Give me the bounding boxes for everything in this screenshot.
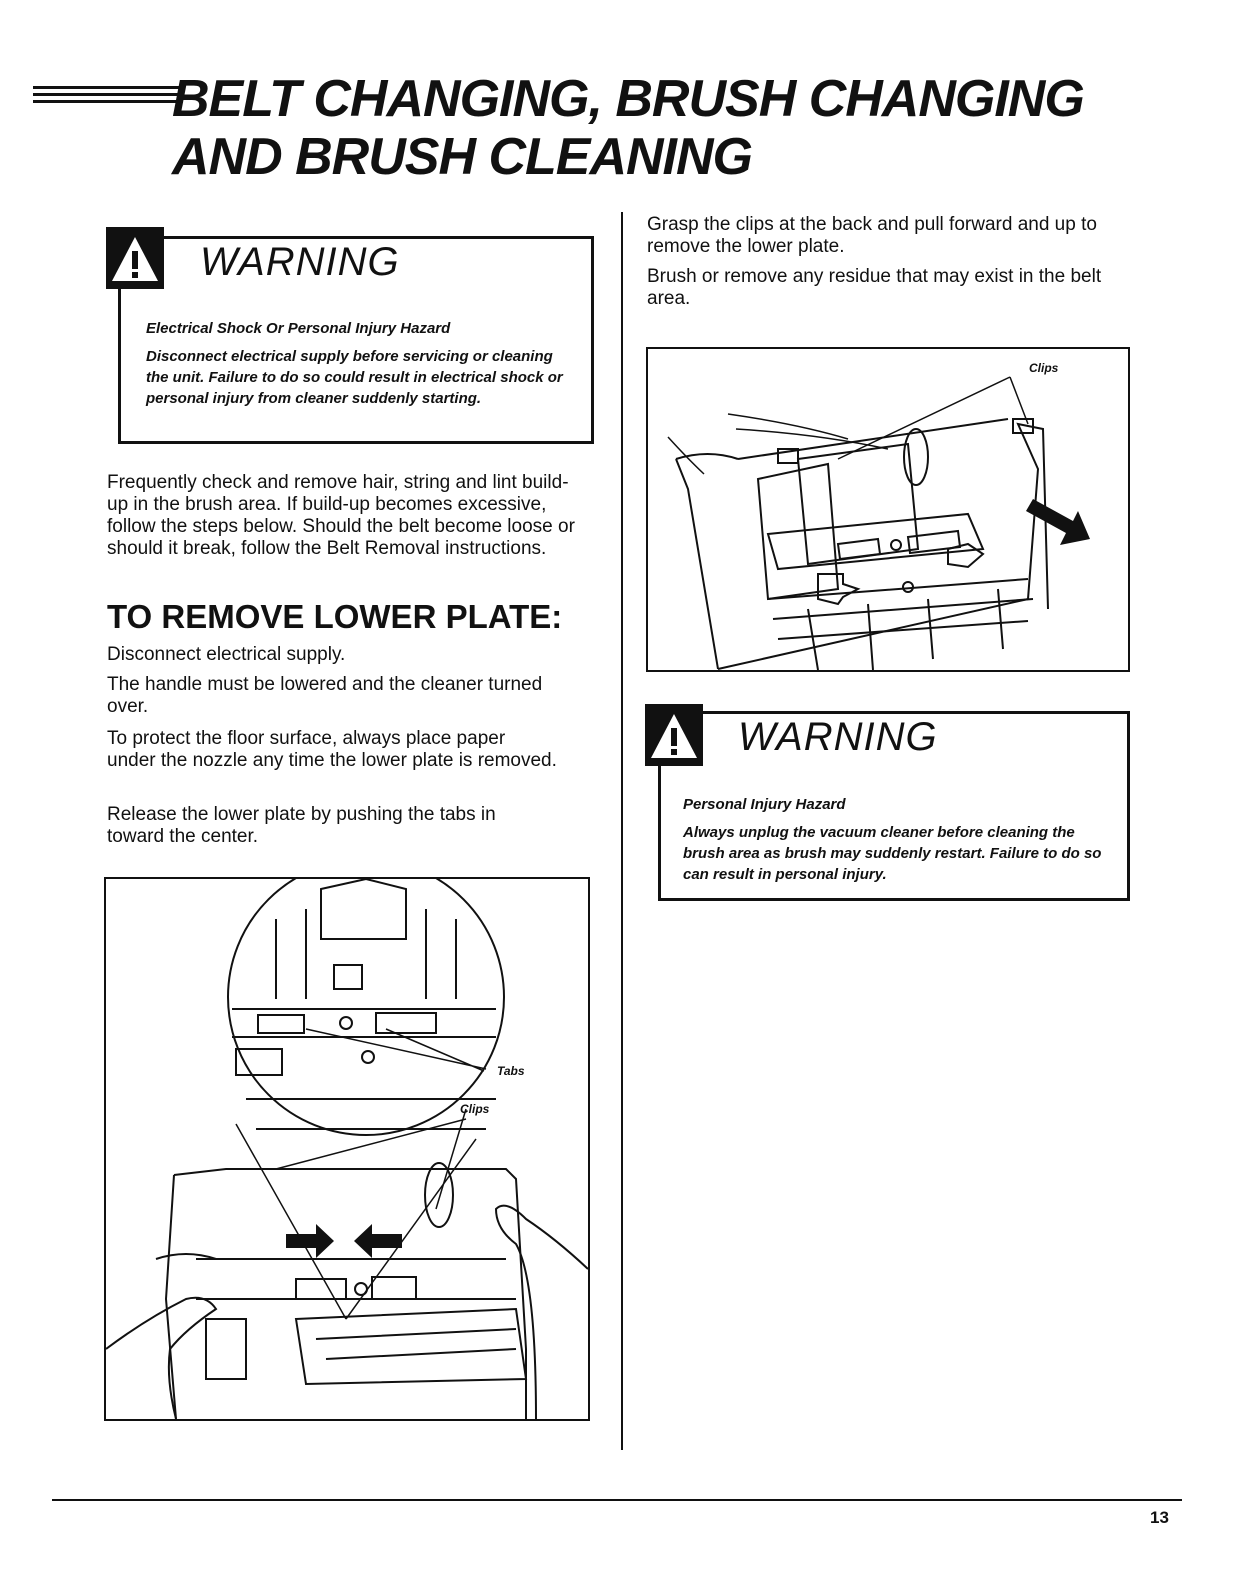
- lower-plate-illustration: [106, 879, 588, 1419]
- warning-triangle-icon-bottom: [645, 704, 703, 766]
- warning-hazard-bottom: Personal Injury Hazard: [683, 796, 846, 813]
- figure-label-clips-right: Clips: [1029, 361, 1059, 375]
- warning-body-top: Disconnect electrical supply before serv…: [146, 348, 563, 407]
- clips-illustration: [667, 376, 1090, 670]
- warning-body-bottom: Always unplug the vacuum cleaner before …: [683, 824, 1102, 883]
- page-title-line2: AND BRUSH CLEANING: [172, 128, 753, 186]
- warning-box-top: [118, 236, 594, 444]
- page-title-line1: BELT CHANGING, BRUSH CHANGING: [172, 70, 1085, 128]
- step-4: Release the lower plate by pushing the t…: [107, 804, 496, 847]
- right-paragraph-2: Brush or remove any residue that may exi…: [647, 266, 1102, 309]
- warning-title-bottom: WARNING: [738, 715, 938, 759]
- column-divider: [621, 212, 623, 1450]
- warning-title-top: WARNING: [200, 240, 400, 284]
- section-heading: TO REMOVE LOWER PLATE:: [107, 598, 563, 635]
- title-rule-lines: [33, 86, 183, 108]
- figure-lower-plate-tabs: [104, 877, 590, 1421]
- figure-label-tabs: Tabs: [497, 1064, 525, 1078]
- page-number: 13: [1150, 1508, 1169, 1527]
- footer-rule: [52, 1499, 1182, 1501]
- warning-box-bottom: [658, 711, 1130, 901]
- figure-label-clips-left: Clips: [460, 1102, 490, 1116]
- figure-grasp-clips: [646, 347, 1130, 672]
- page-title: BELT CHANGING, BRUSH CHANGING AND BRUSH …: [172, 70, 1222, 186]
- step-3: To protect the floor surface, always pla…: [107, 728, 557, 771]
- intro-paragraph: Frequently check and remove hair, string…: [107, 472, 575, 559]
- warning-triangle-icon: [106, 227, 164, 289]
- step-1: Disconnect electrical supply.: [107, 644, 346, 665]
- right-paragraph-1: Grasp the clips at the back and pull for…: [647, 214, 1097, 257]
- warning-hazard-top: Electrical Shock Or Personal Injury Haza…: [146, 320, 451, 337]
- step-2: The handle must be lowered and the clean…: [107, 674, 543, 717]
